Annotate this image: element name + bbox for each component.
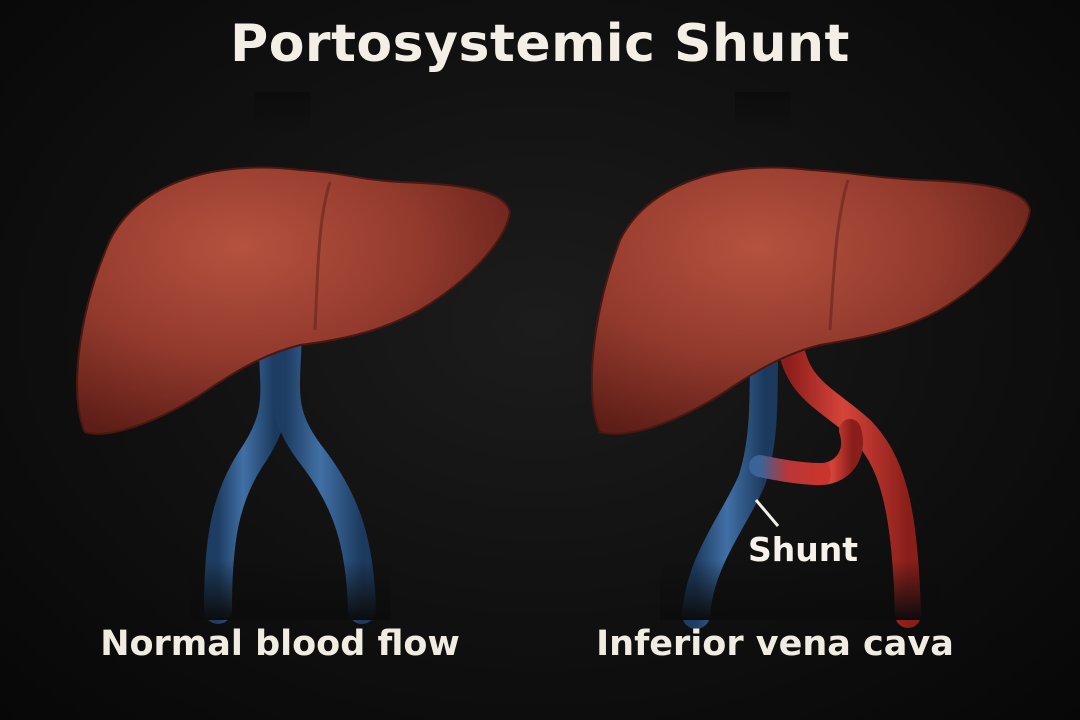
left-panel — [76, 92, 512, 624]
shunt-vessel — [749, 327, 921, 628]
caption-normal-blood-flow: Normal blood flow — [100, 624, 460, 664]
right-panel — [590, 92, 1032, 629]
page-title: Portosystemic Shunt — [230, 14, 850, 74]
liver-shunt — [590, 166, 1032, 435]
shunt-callout-line — [754, 499, 780, 527]
liver-normal — [76, 166, 512, 435]
shunt-callout-label: Shunt — [748, 530, 859, 569]
portal-veins-left — [204, 306, 376, 624]
caption-inferior-vena-cava: Inferior vena cava — [596, 624, 954, 664]
